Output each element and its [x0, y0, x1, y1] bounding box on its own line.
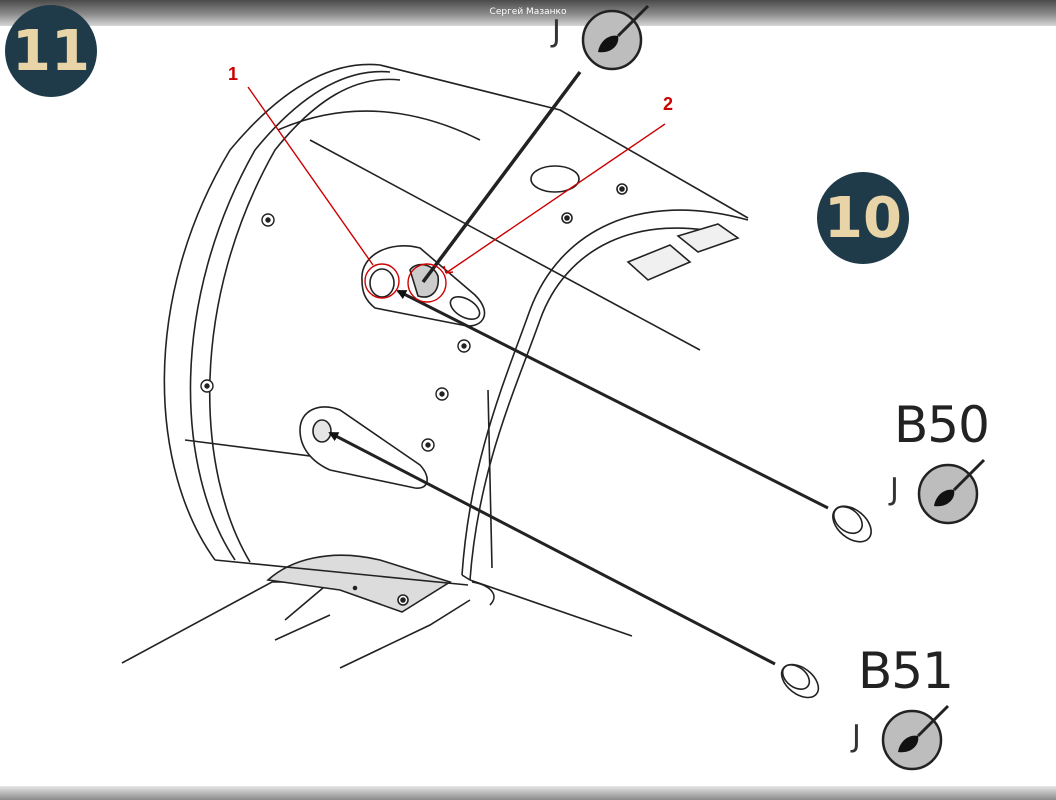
window-title-bar: Сергей Мазанко — [0, 0, 1056, 26]
part-label-B51: B51 — [858, 642, 954, 700]
paintbrush-icon — [917, 458, 986, 525]
part-B51-paint-code: J — [852, 719, 861, 754]
hatch-panels — [626, 223, 740, 281]
previous-step-badge: 10 — [817, 172, 909, 264]
upper-socket — [361, 245, 486, 327]
top-hatch — [530, 165, 628, 224]
callout-number-2: 2 — [663, 94, 674, 114]
cylinder-body — [163, 63, 749, 586]
top-paint-leader — [421, 70, 582, 284]
paintbrush-icon — [581, 4, 650, 71]
rivets — [200, 213, 471, 452]
foot-plate — [266, 554, 452, 613]
window-bottom-bar — [0, 786, 1056, 800]
paintbrush-icon — [881, 704, 950, 771]
callout-number-1: 1 — [228, 64, 239, 84]
part-B51-piece — [328, 431, 820, 699]
seam-band — [461, 209, 749, 581]
window-title: Сергей Мазанко — [489, 7, 567, 17]
step-number-badge: 11 — [5, 5, 97, 97]
callout-markers — [247, 86, 666, 303]
part-B50-piece — [396, 289, 872, 543]
part-label-B50: B50 — [894, 396, 990, 454]
top-paint-code: J — [552, 14, 561, 49]
part-B50-paint-code: J — [890, 472, 899, 507]
